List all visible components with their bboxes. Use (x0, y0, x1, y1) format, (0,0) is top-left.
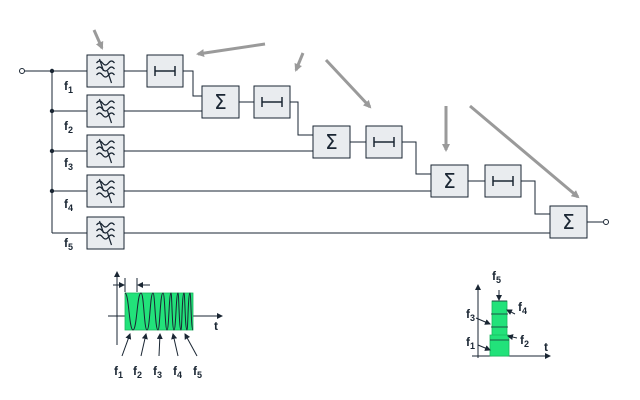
bandpass-filter-3 (86, 134, 125, 168)
sum-block-2: Σ (312, 125, 351, 159)
right-inset-label-3: f3 (466, 307, 475, 323)
left-inset-label-1: f1 (114, 364, 123, 380)
right-inset-time-plot: t f5 f4 f3 f2 f1 (466, 269, 551, 359)
left-inset-label-3: f3 (153, 364, 162, 380)
output-terminal (603, 219, 609, 225)
left-inset-label-4: f4 (173, 364, 182, 380)
delay-block-1 (146, 54, 184, 88)
signal-waveform (124, 292, 194, 331)
filter-label-3: f3 (64, 156, 73, 172)
arrow-to-delay-3 (324, 58, 372, 109)
left-inset-time-plot: t f1 f2 f3 f4 f5 (108, 271, 223, 380)
left-inset-label-5: f5 (193, 364, 202, 380)
annotation-arrows (92, 29, 580, 199)
signal-wiring (124, 70, 603, 234)
bandpass-filter-5 (86, 216, 125, 250)
left-inset-t-label: t (214, 319, 218, 333)
right-inset-label-2: f2 (520, 333, 529, 349)
filter-label-4: f4 (64, 197, 73, 213)
filter-label-1: f1 (64, 79, 73, 95)
filter-label-5: f5 (64, 236, 73, 252)
delay-block-4 (484, 164, 522, 198)
arrow-to-delay-2 (294, 52, 305, 72)
delay-block-3 (365, 125, 403, 159)
sum-block-4: Σ (549, 205, 588, 239)
bandpass-filter-4 (86, 174, 125, 208)
delay-block-2 (253, 85, 291, 119)
bandpass-filter-2 (86, 94, 125, 128)
arrow-to-sum-4 (469, 104, 580, 199)
right-inset-label-4: f4 (518, 300, 527, 316)
sigma-icon: Σ (325, 130, 338, 154)
left-inset-label-2: f2 (133, 364, 142, 380)
right-inset-t-label: t (544, 340, 548, 354)
bandpass-filter-1 (86, 54, 125, 88)
input-bus (49, 68, 87, 234)
arrow-to-delay-1 (196, 42, 266, 58)
arrow-to-filter (92, 29, 104, 50)
input-terminal (19, 68, 52, 74)
sum-block-1: Σ (201, 85, 240, 119)
sigma-icon: Σ (214, 90, 227, 114)
filter-label-2: f2 (64, 119, 73, 135)
sum-block-3: Σ (430, 164, 469, 198)
sigma-icon: Σ (562, 210, 575, 234)
right-inset-label-5: f5 (492, 269, 501, 285)
sigma-icon: Σ (443, 169, 456, 193)
right-inset-label-1: f1 (466, 335, 475, 351)
